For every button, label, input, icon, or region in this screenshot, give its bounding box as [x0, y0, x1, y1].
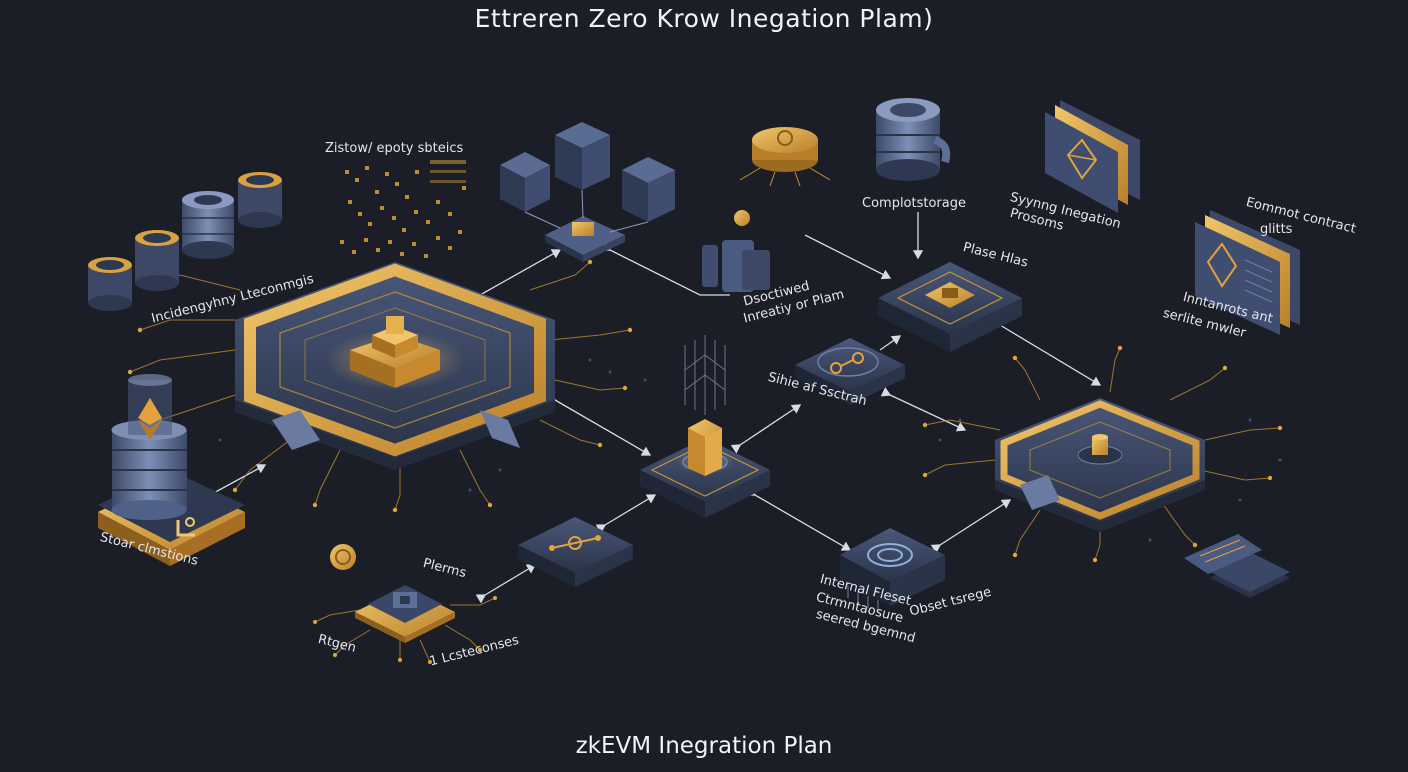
gold-coin-node: [739, 127, 831, 187]
small-cpu-chip: [330, 544, 455, 643]
document-stack: [1184, 534, 1290, 598]
token-bridge-chip: [518, 517, 633, 587]
label-smart-contract-sub: glitts: [1260, 222, 1293, 237]
label-zistow: Zistow/ epoty sbteics: [325, 141, 464, 156]
circuit-dots: [127, 259, 1283, 664]
connector-arrows: [200, 212, 1102, 604]
storage-cylinders: [88, 172, 282, 311]
ethereum-tower: [98, 374, 245, 566]
circuit-traces: [129, 261, 1281, 663]
label-complete-storage: Complotstorage: [862, 196, 966, 211]
eth-panel-stack-right: [1195, 210, 1300, 335]
background-particles: [218, 358, 1282, 542]
secondary-processor-board: [995, 398, 1205, 532]
diagram-title: Ettreren Zero Krow Inegation Plam): [474, 4, 934, 33]
distributed-integrity-device: [702, 210, 770, 292]
server-cluster: [500, 122, 675, 262]
data-matrix-grid: [340, 160, 466, 258]
complete-storage-cylinder: [876, 98, 951, 181]
main-zk-processor-board: [235, 262, 555, 470]
central-proof-hub: [640, 335, 770, 518]
phase-hub-chip: [878, 262, 1022, 352]
state-switch-chip: [795, 338, 905, 405]
internal-fleet-chip: [840, 528, 945, 612]
diagram-footer-title: zkEVM Inegration Plan: [575, 733, 833, 759]
eth-panel-stack-top: [1045, 100, 1140, 213]
